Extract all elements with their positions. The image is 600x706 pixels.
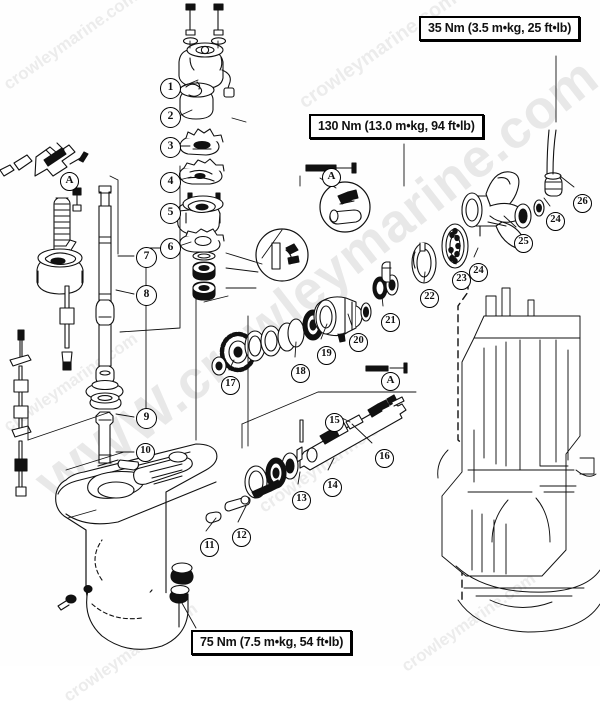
callout-16[interactable]: 16 xyxy=(375,449,394,468)
callout-2[interactable]: 2 xyxy=(160,107,181,128)
callout-25[interactable]: 25 xyxy=(514,234,533,253)
part-dowel-pins xyxy=(205,479,282,524)
callout-18[interactable]: 18 xyxy=(291,364,310,383)
part-prop-hardware xyxy=(514,129,563,229)
part-gearcase-housing xyxy=(55,443,218,629)
part-bearing-carrier xyxy=(313,296,372,343)
callout-12[interactable]: 12 xyxy=(232,528,251,547)
callout-21[interactable]: 21 xyxy=(381,313,400,332)
callout-17[interactable]: 17 xyxy=(221,376,240,395)
part-drain-screws xyxy=(57,562,194,628)
part-lower-shaft xyxy=(95,411,114,464)
part-drive-shaft xyxy=(95,185,115,384)
line-art-layer xyxy=(0,3,600,650)
callout-9[interactable]: 9 xyxy=(136,408,157,429)
letter-marker-a: A xyxy=(60,172,79,191)
part-prop-shaft xyxy=(296,394,407,471)
callout-5[interactable]: 5 xyxy=(160,203,181,224)
part-shaft-bearings xyxy=(244,419,304,499)
callout-19[interactable]: 19 xyxy=(317,346,336,365)
callout-6[interactable]: 6 xyxy=(160,238,181,259)
torque-spec-35nm: 35 Nm (3.5 m•kg, 25 ft•lb) xyxy=(419,16,581,41)
letter-marker-a: A xyxy=(322,168,341,187)
callout-10[interactable]: 10 xyxy=(136,443,155,462)
callout-20[interactable]: 20 xyxy=(349,333,368,352)
torque-spec-130nm-text: 130 Nm (13.0 m•kg, 94 ft•lb) xyxy=(318,119,475,133)
callout-11[interactable]: 11 xyxy=(200,538,219,557)
letter-marker-a: A xyxy=(381,372,400,391)
sectional-lower-unit-view xyxy=(437,287,600,633)
callout-14[interactable]: 14 xyxy=(323,478,342,497)
part-pinion-stack xyxy=(85,379,124,410)
upper-bolts xyxy=(182,3,227,45)
marker-a-bracket-shaft xyxy=(365,362,408,374)
torque-spec-75nm: 75 Nm (7.5 m•kg, 54 ft•lb) xyxy=(191,630,353,655)
part-outer-plate xyxy=(178,158,225,185)
leader-lines xyxy=(27,40,575,629)
torque-spec-75nm-text: 75 Nm (7.5 m•kg, 54 ft•lb) xyxy=(200,635,344,649)
part-linkage-rod-far-left xyxy=(9,329,32,497)
part-bolt-small-left xyxy=(72,187,82,212)
part-pump-base xyxy=(176,192,224,236)
callout-4[interactable]: 4 xyxy=(160,172,181,193)
part-skeg xyxy=(86,589,189,650)
part-propeller xyxy=(461,171,527,251)
callout-13[interactable]: 13 xyxy=(292,491,311,510)
part-water-pump-housing xyxy=(178,42,235,98)
part-small-bearings xyxy=(372,261,399,300)
marker-a-bracket-left xyxy=(43,147,89,167)
torque-spec-35nm-text: 35 Nm (3.5 m•kg, 25 ft•lb) xyxy=(428,21,572,35)
callout-1[interactable]: 1 xyxy=(160,78,181,99)
callout-23[interactable]: 23 xyxy=(452,271,471,290)
torque-spec-130nm: 130 Nm (13.0 m•kg, 94 ft•lb) xyxy=(309,114,484,139)
part-pump-insert xyxy=(179,128,224,156)
callout-24[interactable]: 24 xyxy=(469,263,488,282)
part-shift-cam-housing xyxy=(36,239,84,295)
part-bearing-row xyxy=(244,309,324,362)
detail-inset-a xyxy=(319,181,371,233)
callout-26[interactable]: 26 xyxy=(573,194,592,213)
callout-3[interactable]: 3 xyxy=(160,137,181,158)
callout-24[interactable]: 24 xyxy=(546,212,565,231)
callout-15[interactable]: 15 xyxy=(325,413,344,432)
callout-22[interactable]: 22 xyxy=(420,289,439,308)
callout-8[interactable]: 8 xyxy=(136,285,157,306)
part-shift-linkage-left xyxy=(0,142,76,177)
detail-inset-center xyxy=(255,228,309,282)
part-retaining-ring xyxy=(411,242,437,284)
part-shift-rod-long xyxy=(59,285,75,371)
callout-7[interactable]: 7 xyxy=(136,247,157,268)
part-ball-bearing xyxy=(441,223,469,269)
part-seal-stack xyxy=(192,251,216,301)
